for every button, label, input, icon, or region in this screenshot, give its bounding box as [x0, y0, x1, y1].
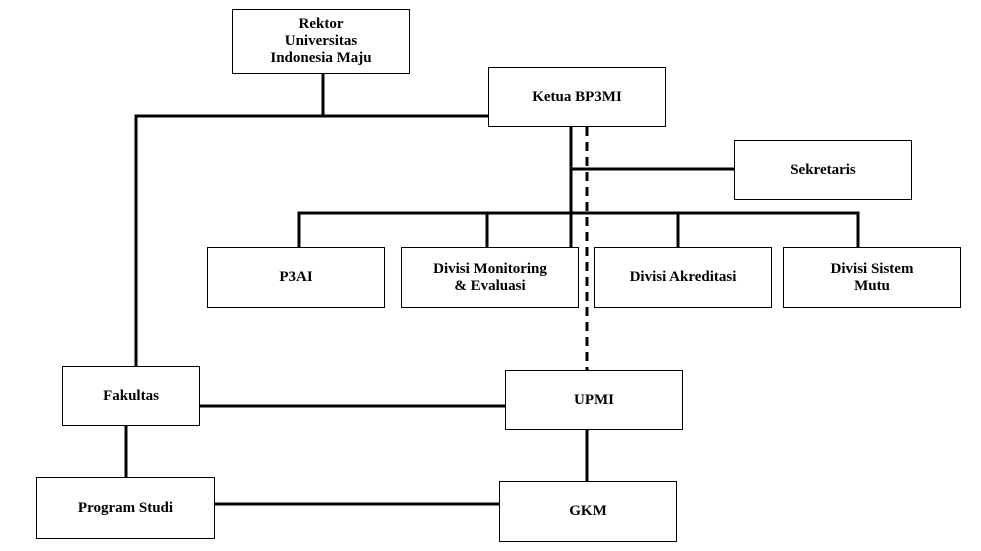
akreditasi-label: Divisi Akreditasi	[629, 269, 737, 285]
program-studi-box: Program Studi	[36, 477, 215, 539]
akreditasi-box: Divisi Akreditasi	[594, 247, 772, 308]
program-studi-label: Program Studi	[77, 499, 174, 516]
rektor-label: Rektor Universitas Indonesia Maju	[270, 16, 372, 66]
fakultas-label: Fakultas	[103, 387, 159, 404]
gkm-label: GKM	[569, 503, 607, 519]
p3ai-label: P3AI	[279, 269, 313, 285]
ketua-box: Ketua BP3MI	[488, 67, 666, 127]
monev-label: Divisi Monitoring & Evaluasi	[433, 260, 547, 294]
rektor-box: Rektor Universitas Indonesia Maju	[232, 9, 410, 74]
upmi-label: UPMI	[574, 391, 614, 408]
sistem-mutu-box: Divisi Sistem Mutu	[783, 247, 961, 308]
upmi-box: UPMI	[505, 370, 683, 430]
gkm-box: GKM	[499, 481, 677, 542]
sistem-mutu-label: Divisi Sistem Mutu	[830, 260, 914, 294]
monev-box: Divisi Monitoring & Evaluasi	[401, 247, 579, 308]
fakultas-box: Fakultas	[62, 366, 200, 426]
sekretaris-box: Sekretaris	[734, 140, 912, 200]
ketua-label: Ketua BP3MI	[532, 88, 622, 105]
p3ai-box: P3AI	[207, 247, 385, 308]
sekretaris-label: Sekretaris	[790, 161, 856, 178]
